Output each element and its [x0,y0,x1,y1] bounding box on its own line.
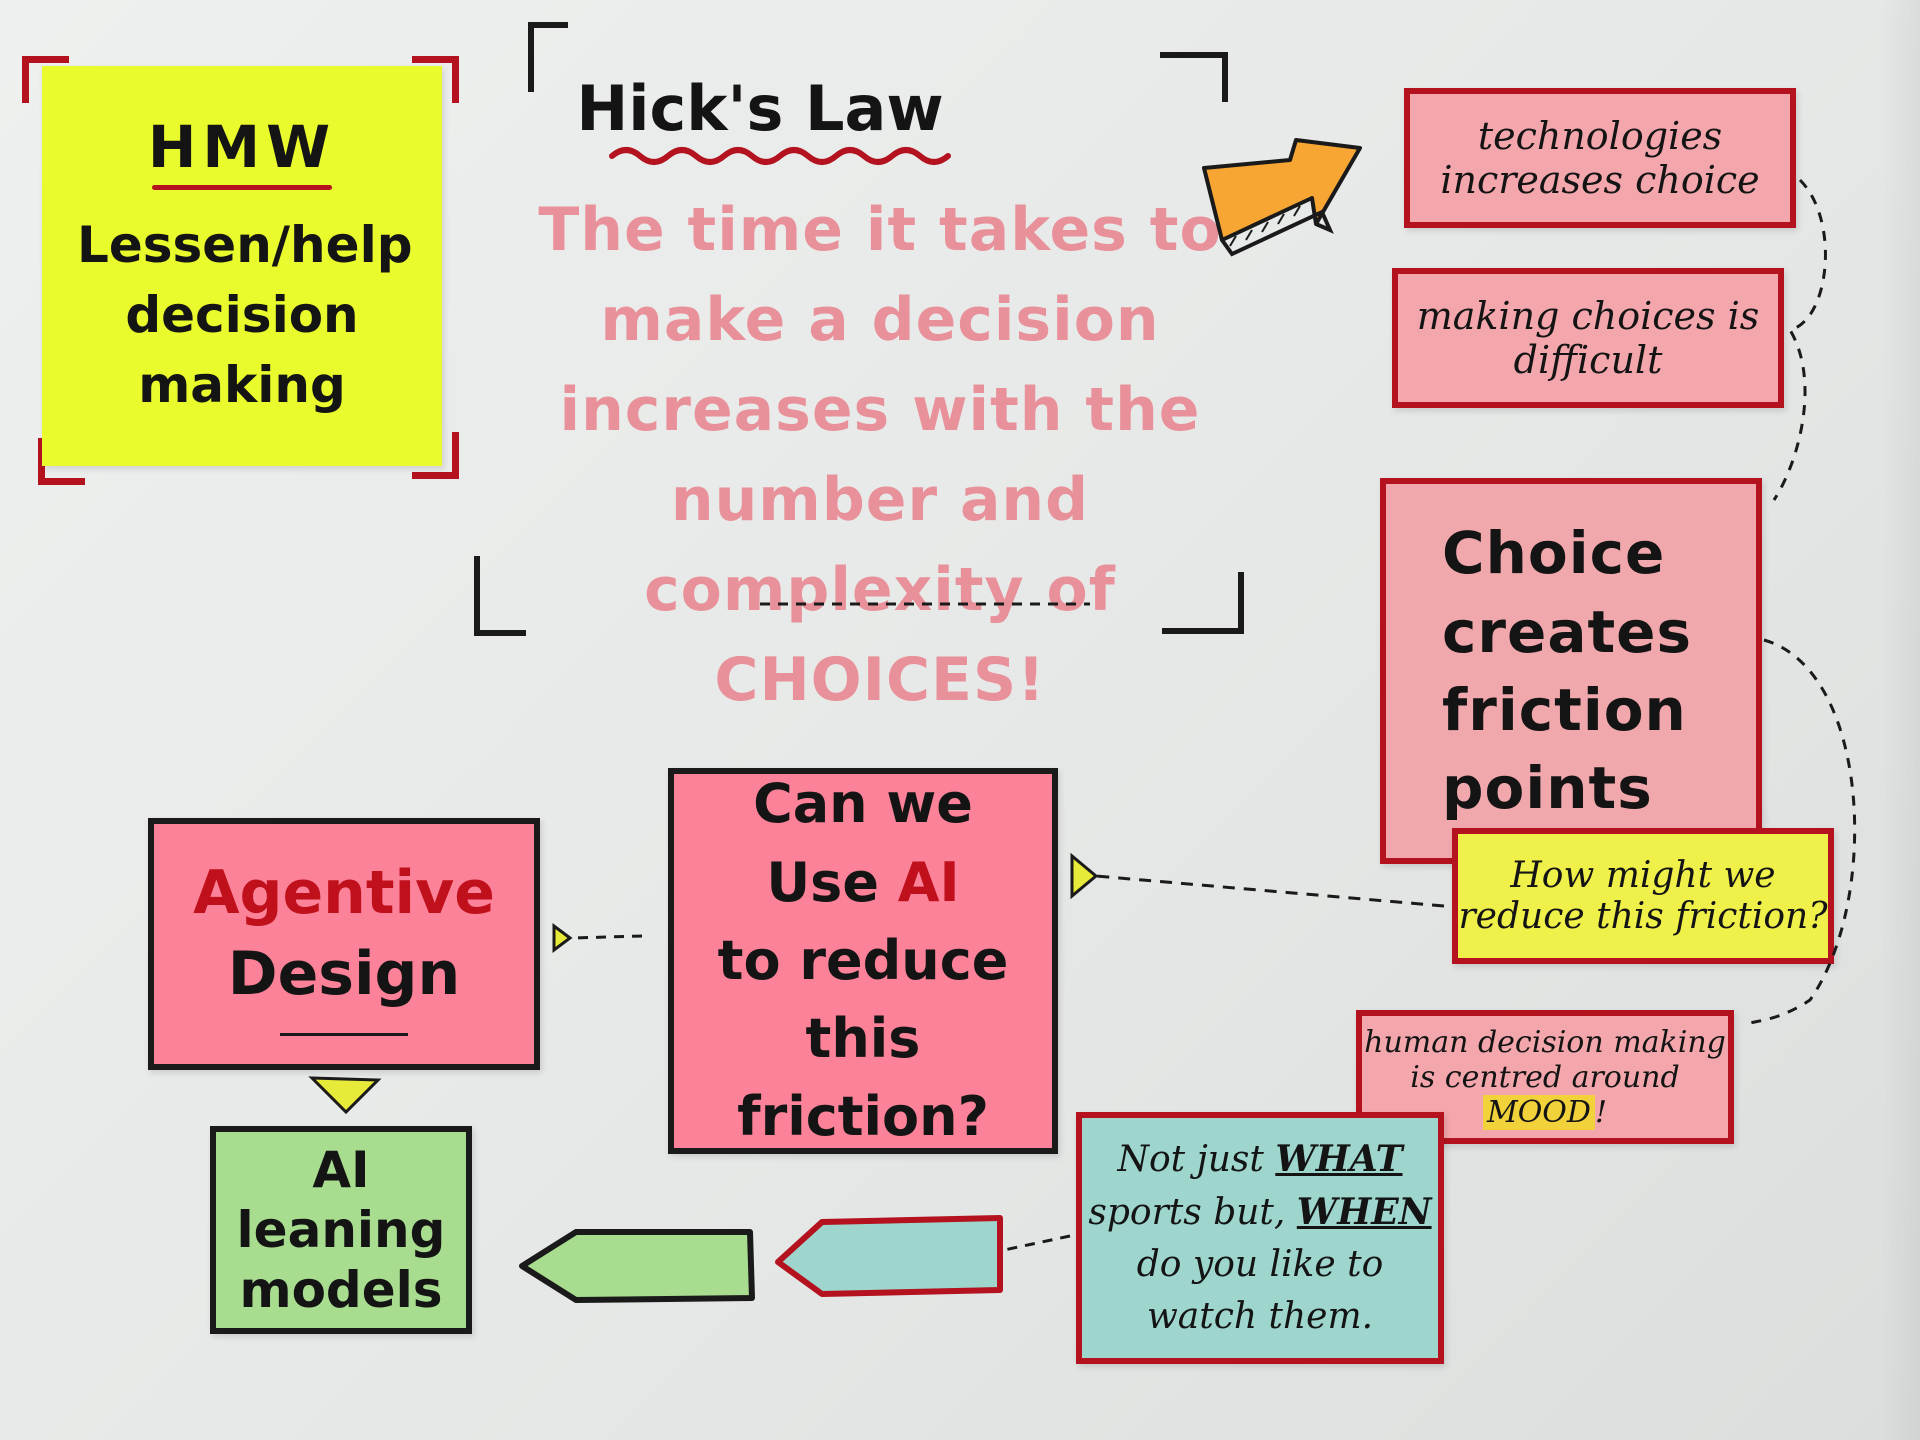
use-word: Use [766,850,879,914]
bracket-bottom-left [474,556,526,636]
paper-shadow-edge [1880,0,1920,1440]
human-decision-text: human decision making is centred around … [1362,1025,1728,1130]
hmw-title: HMW [147,112,337,181]
bracket-top-right [1160,52,1228,102]
sports-part1: Not just [1117,1138,1264,1180]
sports-part3: do you like to watch them. [1136,1244,1384,1338]
bracket-bottom-right [1162,572,1244,634]
ai-word: AI [897,850,960,914]
hmw-underline [152,184,332,190]
sports-part2: sports but, [1088,1191,1286,1233]
making-choices-note: making choices is difficult [1392,268,1784,408]
choice-creates-friction-note: Choice creates friction points [1380,478,1762,864]
can-we-line: Can we [753,772,973,836]
corner-mark-bottom-left [38,438,85,485]
corner-mark-bottom-right [412,432,459,479]
sports-timing-note: Not just WHAT sports but, WHEN do you li… [1076,1112,1444,1364]
to-reduce-line: to reduce [717,928,1009,992]
hicks-law-title: Hick's Law [576,72,944,145]
bracket-top-left [528,22,568,92]
sports-text: Not just WHAT sports but, WHEN do you li… [1082,1133,1438,1344]
technology-note: technologies increases choice [1404,88,1796,228]
human-decision-prefix: human decision making is centred around [1364,1024,1726,1095]
corner-mark-top-left [22,56,69,103]
use-ai-line: Use AI [766,844,959,922]
ai-models-text: AI leaning models [236,1141,446,1319]
hicks-law-quote: The time it takes to make a decision inc… [538,195,1222,715]
what-word: WHAT [1275,1137,1403,1180]
can-we-use-ai-note: Can we Use AI to reduce this friction? [668,768,1058,1154]
ai-leaning-models-note: AI leaning models [210,1126,472,1334]
agentive-design-note: Agentive Design [148,818,540,1070]
hmw-sticky-note: HMW Lessen/help decision making [42,66,442,466]
corner-mark-top-right [412,56,459,103]
when-word: WHEN [1296,1190,1432,1233]
mood-highlight: MOOD [1482,1094,1595,1130]
how-might-we-note: How might we reduce this friction? [1452,828,1834,964]
design-underline [280,1032,408,1036]
agentive-word: Agentive [193,857,495,928]
human-decision-suffix: ! [1594,1094,1608,1130]
hmw-body: Lessen/help decision making [77,215,413,414]
design-word: Design [227,938,461,1009]
this-friction-line: this friction? [737,1007,989,1149]
